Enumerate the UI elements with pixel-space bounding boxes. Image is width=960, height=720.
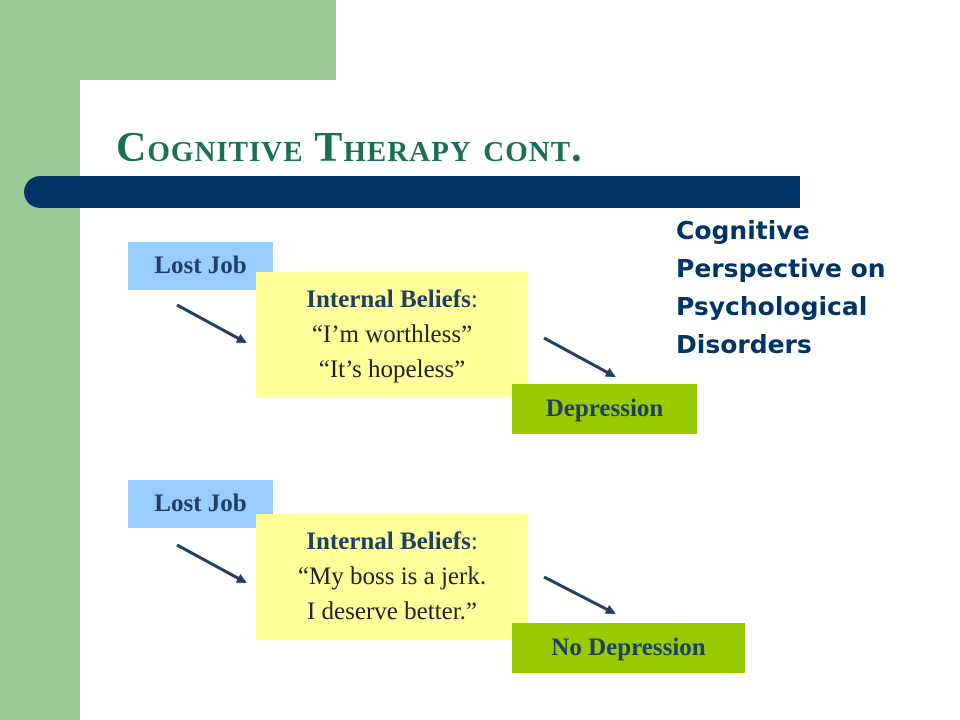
- side-label: Cognitive Perspective on Psychological D…: [676, 212, 956, 364]
- side-label-line: Psychological: [676, 292, 868, 321]
- beliefs-heading: Internal Beliefs: [306, 286, 471, 313]
- beliefs-heading-line: Internal Beliefs:: [306, 286, 478, 313]
- arrow-icon: [543, 336, 616, 378]
- event-box: Lost Job: [128, 242, 273, 290]
- side-label-line: Cognitive: [676, 216, 810, 245]
- belief-text: “I’m worthless”: [311, 321, 473, 348]
- outcome-box: Depression: [512, 384, 697, 434]
- decorative-rounded-corner: [80, 80, 160, 160]
- title-underline-bar: [24, 176, 800, 208]
- belief-text: “My boss is a jerk.: [297, 563, 487, 590]
- belief-text: “It’s hopeless”: [318, 356, 466, 383]
- belief-text: I deserve better.”: [306, 598, 478, 625]
- decorative-green-band: [0, 0, 80, 720]
- slide-title: Cognitive Therapy cont.: [116, 125, 583, 171]
- arrow-icon: [543, 575, 616, 615]
- arrow-icon: [176, 303, 247, 344]
- beliefs-heading: Internal Beliefs: [306, 528, 471, 555]
- beliefs-box: Internal Beliefs: “My boss is a jerk. I …: [256, 514, 528, 640]
- beliefs-heading-line: Internal Beliefs:: [306, 528, 478, 555]
- side-label-line: Disorders: [676, 330, 812, 359]
- outcome-box: No Depression: [512, 623, 745, 673]
- side-label-line: Perspective on: [676, 254, 886, 283]
- beliefs-box: Internal Beliefs: “I’m worthless” “It’s …: [256, 272, 528, 398]
- event-box: Lost Job: [128, 480, 273, 528]
- decorative-green-block: [80, 0, 336, 80]
- arrow-icon: [176, 543, 247, 584]
